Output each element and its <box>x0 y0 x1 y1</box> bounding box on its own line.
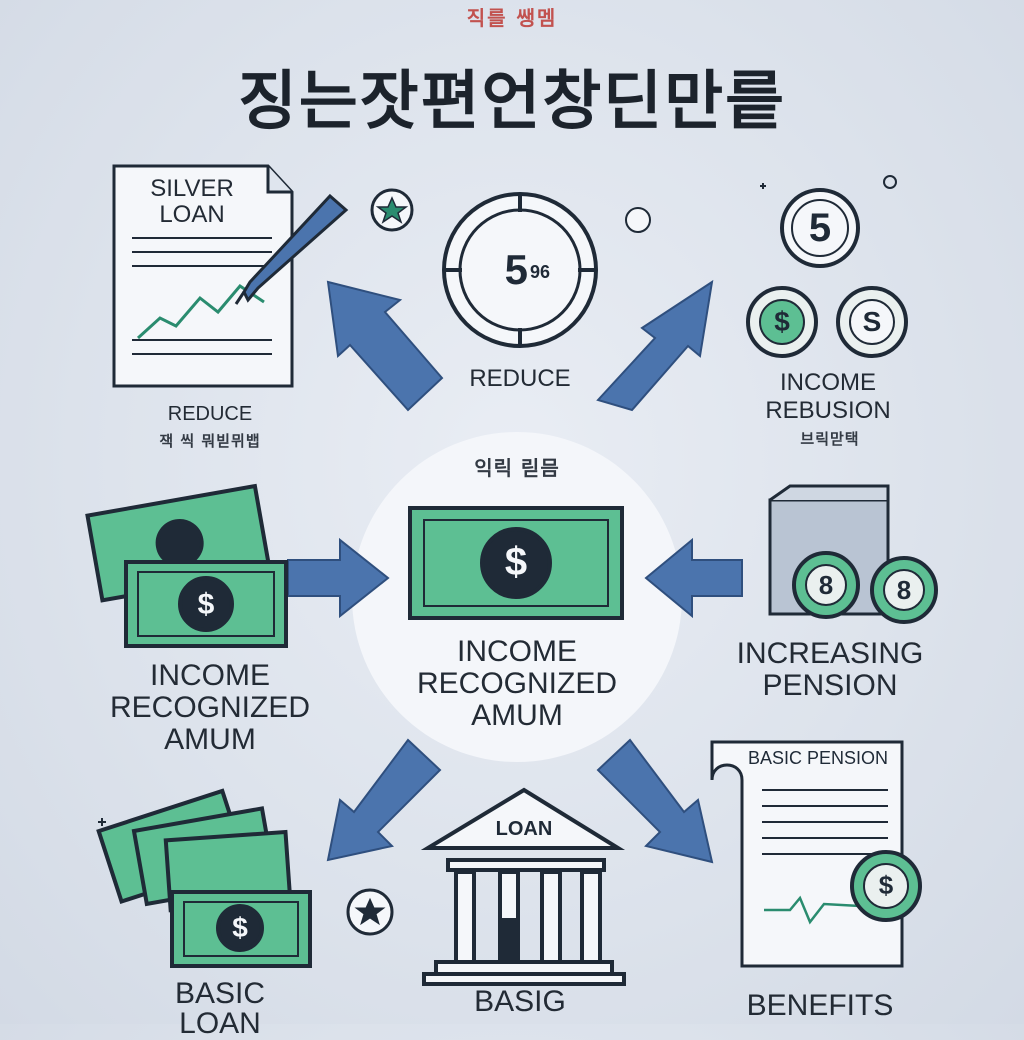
silver-loan-doc-title-1: SILVER <box>150 175 234 202</box>
top-right-caption-1: INCOME <box>780 369 876 396</box>
clock-number: 5 <box>504 246 528 293</box>
page-title: 징는잣편언창딘만릍 <box>238 65 786 139</box>
coin-five-value: 5 <box>808 206 832 250</box>
small-globe-icon <box>625 207 651 233</box>
center-label-2: RECOGNIZED <box>416 667 617 700</box>
center-label-1: INCOME <box>457 635 577 668</box>
bank-building-label: LOAN <box>495 818 553 840</box>
star-badge-icon <box>370 188 414 232</box>
basic-pension-document-icon <box>710 740 904 968</box>
arrow-from-right <box>644 537 743 619</box>
coin-eight-a-value: 8 <box>818 570 834 600</box>
center-korean-tag: 익릭 릳믐 <box>474 456 560 480</box>
mid-left-dollar-glyph: $ <box>197 588 215 621</box>
coin-left-glyph: $ <box>774 306 790 337</box>
arrow-to-bottom-left <box>326 738 442 862</box>
top-left-korean-caption: 잭 씩 뭐빋뮈뱁 <box>159 432 261 450</box>
top-right-korean-caption: 브릭맏택 <box>800 430 860 448</box>
bank-building-icon <box>420 787 626 986</box>
center-banknote-icon <box>408 506 624 620</box>
clock-icon <box>442 192 598 348</box>
mid-right-caption-2: PENSION <box>762 669 898 702</box>
center-dollar-glyph: $ <box>504 540 528 584</box>
silver-loan-document-icon <box>112 164 294 388</box>
clock-extra: 96 <box>530 262 551 282</box>
supertitle: 직를 쌩멤 <box>466 6 558 30</box>
arrow-to-top-right <box>596 279 714 412</box>
stacked-banknotes-icon <box>85 483 288 648</box>
coin-eight-a-icon <box>792 551 860 619</box>
center-label-3: AMUM <box>471 699 563 732</box>
pension-coin-glyph: $ <box>878 870 894 900</box>
arrow-to-top-left <box>326 280 444 412</box>
coin-right-glyph: S <box>862 306 882 337</box>
top-center-caption: REDUCE <box>469 365 571 392</box>
pen-icon <box>234 193 349 305</box>
silver-loan-doc-title-2: LOAN <box>159 201 225 228</box>
top-right-caption-2: REBUSION <box>765 397 891 424</box>
mid-left-caption-1: INCOME <box>150 659 270 692</box>
pension-coin-icon <box>850 850 922 922</box>
star-badge-bottom-icon <box>346 888 394 936</box>
mid-right-caption-1: INCREASING <box>736 637 924 670</box>
cash-pile-icon <box>96 788 312 968</box>
bottom-right-caption: BENEFITS <box>746 989 894 1022</box>
coin-dollar-left-icon <box>746 286 818 358</box>
basic-pension-doc-title: BASIC PENSION <box>748 748 889 768</box>
arrow-to-bottom-right <box>596 738 714 864</box>
bottom-center-caption: BASIG <box>474 985 566 1018</box>
coin-dollar-right-icon <box>836 286 908 358</box>
coin-eight-b-icon <box>870 556 938 624</box>
bottom-left-dollar-glyph: $ <box>232 912 248 943</box>
mid-left-caption-3: AMUM <box>164 723 256 756</box>
mid-left-caption-2: RECOGNIZED <box>109 691 310 724</box>
arrow-from-left <box>287 537 390 619</box>
top-left-caption: REDUCE <box>167 403 253 425</box>
coin-eight-b-value: 8 <box>896 575 912 605</box>
bottom-left-caption-1: BASIC <box>174 977 266 1010</box>
bottom-left-caption-2: LOAN <box>179 1007 261 1040</box>
coin-five-icon <box>780 188 860 268</box>
sparkle-decorations <box>98 175 897 826</box>
